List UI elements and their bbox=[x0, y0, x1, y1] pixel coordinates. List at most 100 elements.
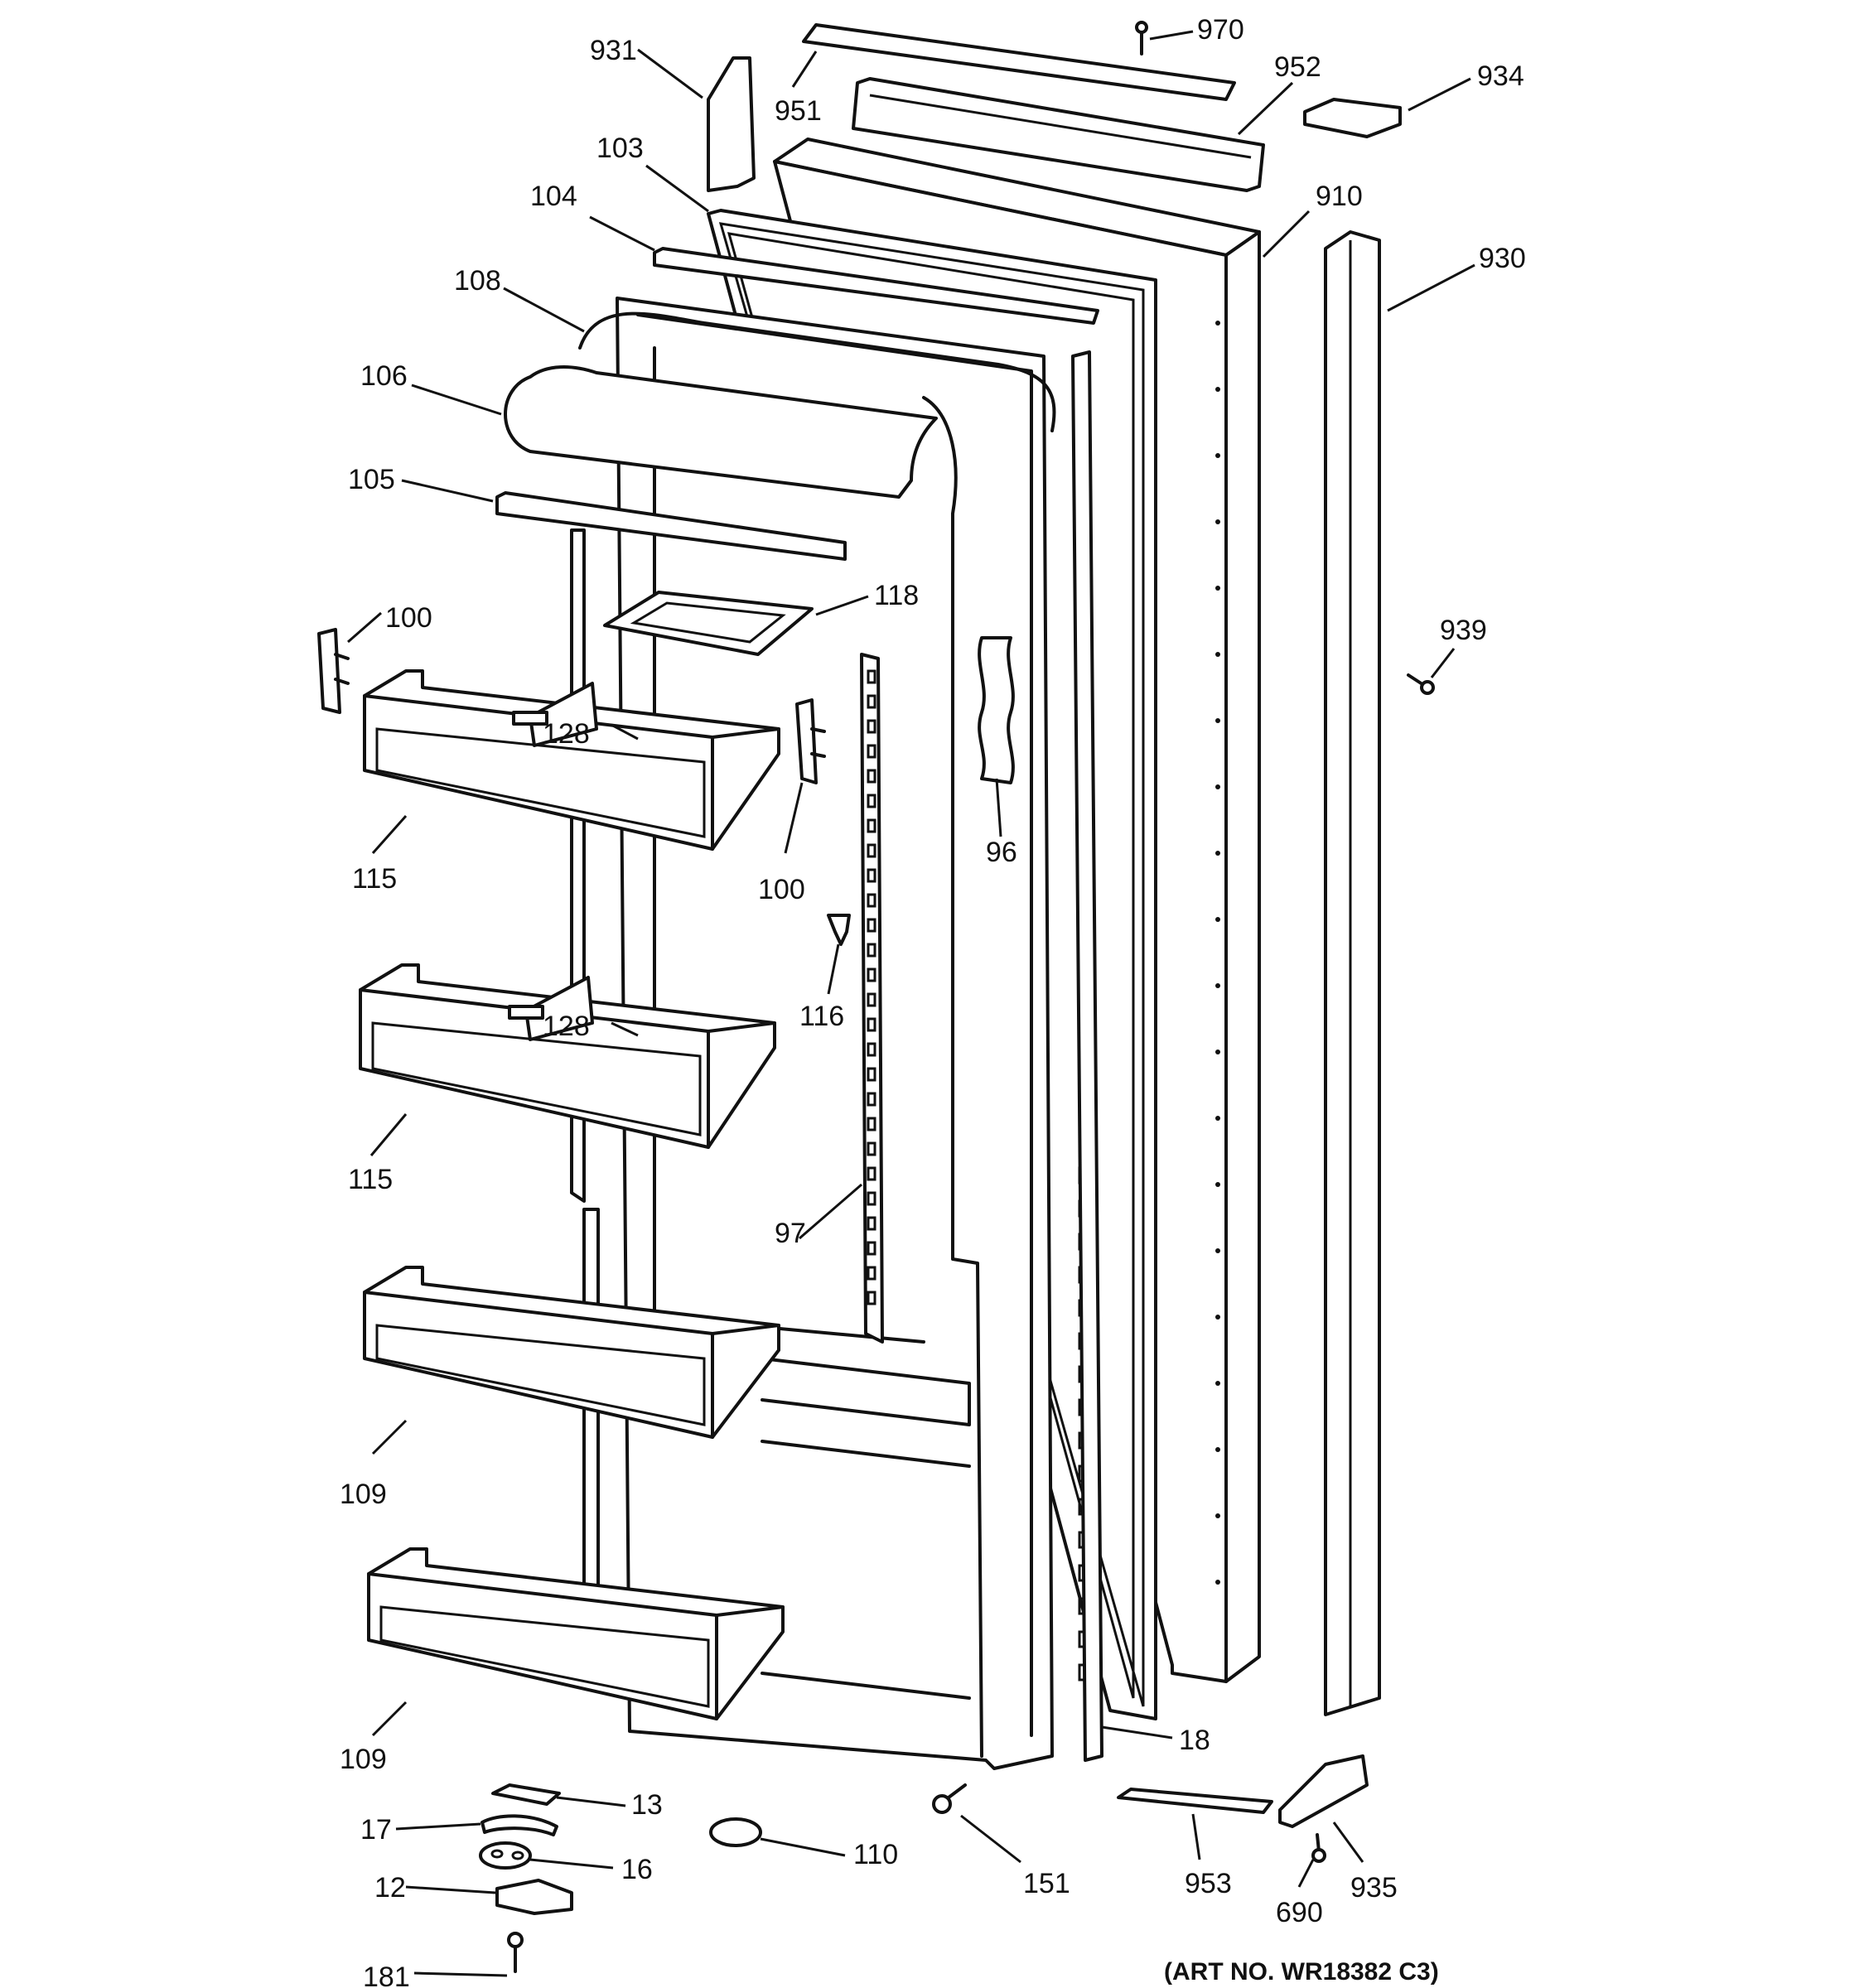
callout-109a: 109 bbox=[340, 1479, 387, 1510]
callout-109b: 109 bbox=[340, 1744, 387, 1775]
panel-rivet bbox=[1215, 718, 1220, 723]
screw-939 bbox=[1407, 673, 1435, 695]
panel-rivet bbox=[1215, 784, 1220, 789]
callout-115b: 115 bbox=[348, 1164, 393, 1195]
panel-rivet bbox=[1215, 1381, 1220, 1386]
hinge-strip bbox=[1071, 350, 1103, 1762]
strip-slot bbox=[867, 893, 876, 908]
door-bin-109-lower[interactable] bbox=[367, 1547, 785, 1720]
callout-108: 108 bbox=[454, 265, 501, 297]
panel-rivet bbox=[1215, 1248, 1220, 1253]
callout-151: 151 bbox=[1023, 1868, 1070, 1899]
panel-rivet bbox=[1215, 586, 1220, 591]
callout-13: 13 bbox=[631, 1789, 663, 1821]
trim-931 bbox=[707, 56, 756, 192]
strip-slot bbox=[867, 1216, 876, 1231]
shim-17 bbox=[480, 1814, 558, 1836]
screw-970 bbox=[1135, 21, 1148, 55]
callout-100b: 100 bbox=[758, 874, 805, 905]
panel-rivet bbox=[1215, 1315, 1220, 1320]
dairy-hinge-105 bbox=[495, 491, 847, 561]
strip-slot bbox=[867, 1017, 876, 1032]
bracket-934 bbox=[1303, 98, 1402, 138]
panel-rivet bbox=[1215, 983, 1220, 988]
strip-slot bbox=[867, 794, 876, 808]
strip-slot bbox=[867, 1241, 876, 1256]
callout-910: 910 bbox=[1316, 181, 1363, 212]
callout-128b: 128 bbox=[543, 1011, 590, 1042]
callout-110: 110 bbox=[853, 1839, 898, 1870]
callout-930: 930 bbox=[1479, 243, 1526, 274]
door-bin-115-upper[interactable] bbox=[363, 669, 780, 851]
callout-100a: 100 bbox=[385, 602, 432, 634]
panel-rivet bbox=[1215, 453, 1220, 458]
leader-lines bbox=[347, 30, 1475, 1977]
callout-106: 106 bbox=[360, 360, 408, 392]
callout-970: 970 bbox=[1197, 14, 1244, 46]
callout-16: 16 bbox=[621, 1854, 653, 1885]
top-trim-951 bbox=[802, 23, 1236, 101]
strip-slot bbox=[867, 843, 876, 858]
strip-slot bbox=[867, 918, 876, 933]
callout-181: 181 bbox=[363, 1961, 410, 1988]
callout-690: 690 bbox=[1276, 1897, 1323, 1928]
callout-103: 103 bbox=[596, 133, 644, 164]
callout-952: 952 bbox=[1274, 51, 1321, 83]
panel-rivet bbox=[1215, 652, 1220, 657]
screw-690 bbox=[1311, 1833, 1326, 1863]
shelf-support-100-left bbox=[317, 628, 350, 714]
strip-slot bbox=[867, 744, 876, 759]
callout-953: 953 bbox=[1185, 1868, 1232, 1899]
strip-slot bbox=[867, 1117, 876, 1132]
panel-rivet bbox=[1215, 1049, 1220, 1054]
hinge-plate-13 bbox=[491, 1783, 561, 1806]
strip-slot bbox=[867, 719, 876, 734]
panel-rivet bbox=[1215, 917, 1220, 922]
shelf-support-100-right bbox=[795, 698, 826, 784]
strip-slot bbox=[867, 1067, 876, 1082]
strip-slot bbox=[867, 818, 876, 833]
top-cap-952 bbox=[852, 77, 1265, 192]
clip-116 bbox=[827, 914, 851, 946]
hinge-12 bbox=[495, 1879, 573, 1915]
callout-17: 17 bbox=[360, 1814, 392, 1846]
panel-rivet bbox=[1215, 1513, 1220, 1518]
callout-931: 931 bbox=[590, 35, 637, 66]
callout-104: 104 bbox=[530, 181, 577, 212]
strip-slot bbox=[867, 1141, 876, 1156]
bin-divider-tab[interactable] bbox=[508, 1005, 544, 1020]
panel-rivet bbox=[1215, 1580, 1220, 1585]
callout-18: 18 bbox=[1179, 1725, 1210, 1756]
strip-slot bbox=[867, 1191, 876, 1206]
door-bin-109-upper[interactable] bbox=[363, 1266, 780, 1439]
bin-divider-tab[interactable] bbox=[512, 711, 548, 726]
butter-tray-118 bbox=[603, 591, 814, 656]
strip-slot bbox=[867, 769, 876, 784]
strip-slot bbox=[867, 967, 876, 982]
callout-97: 97 bbox=[775, 1218, 806, 1249]
screw-151 bbox=[932, 1783, 967, 1814]
strip-slot bbox=[867, 868, 876, 883]
callout-118: 118 bbox=[874, 580, 919, 611]
strip-slot bbox=[867, 1042, 876, 1057]
callout-96: 96 bbox=[986, 837, 1017, 868]
strip-slot bbox=[867, 1266, 876, 1281]
strip-slot bbox=[867, 1291, 876, 1305]
strip-slot bbox=[867, 669, 876, 684]
cap-953 bbox=[1117, 1788, 1273, 1814]
door-bin-115-lower[interactable] bbox=[359, 963, 776, 1149]
panel-rivet bbox=[1215, 1116, 1220, 1121]
callout-939: 939 bbox=[1440, 615, 1487, 646]
cam-110 bbox=[709, 1817, 762, 1847]
panel-rivet bbox=[1215, 321, 1220, 326]
panel-rivet bbox=[1215, 519, 1220, 524]
panel-rivet bbox=[1215, 387, 1220, 392]
screw-181 bbox=[507, 1932, 524, 1973]
callout-105: 105 bbox=[348, 464, 395, 495]
cam-16 bbox=[479, 1841, 532, 1870]
shim-104 bbox=[653, 247, 1099, 325]
panel-rivet bbox=[1215, 1447, 1220, 1452]
callout-935: 935 bbox=[1350, 1872, 1398, 1904]
